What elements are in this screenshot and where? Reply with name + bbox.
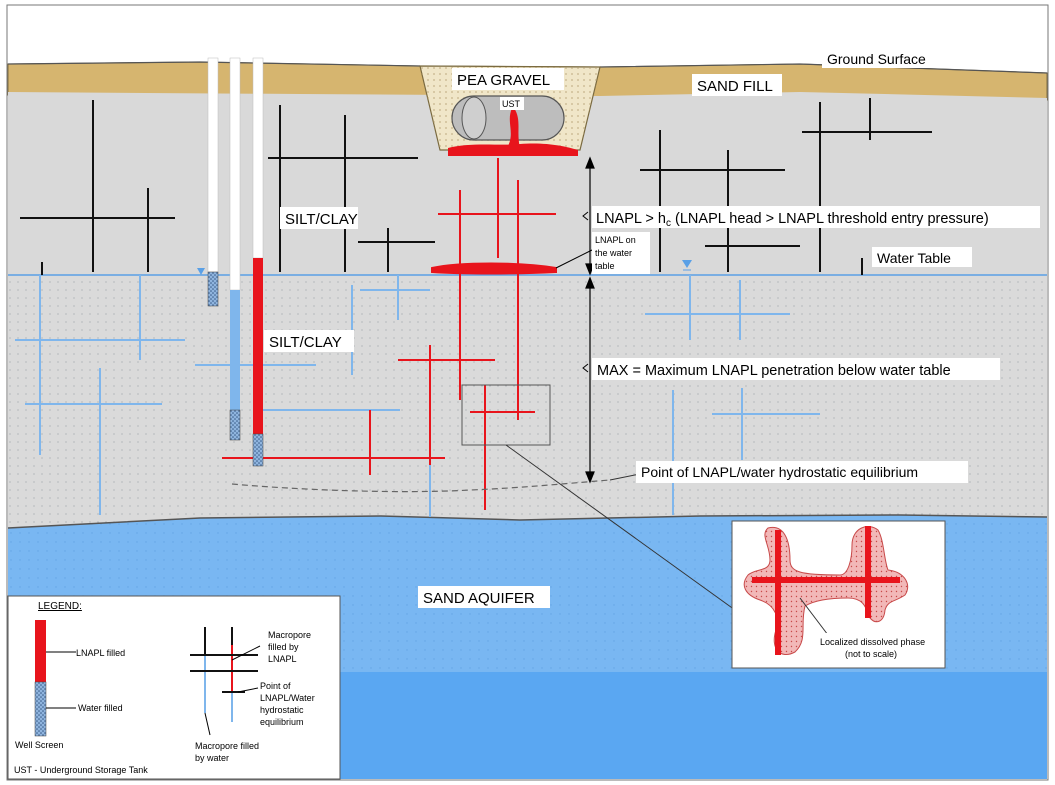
hc-rest: (LNAPL head > LNAPL threshold entry pres… xyxy=(671,211,989,227)
legend-macropore-sample xyxy=(190,627,258,722)
silt-clay-upper-box xyxy=(280,207,358,229)
well-3-screen xyxy=(252,433,264,467)
water-table-box xyxy=(872,247,972,267)
ust-box xyxy=(500,97,524,110)
water-table-label: Water Table xyxy=(877,250,951,266)
legend-macro-water-1: Macropore filled xyxy=(195,741,259,751)
macropores-vadose xyxy=(20,98,932,275)
legend: LEGEND: LNAPL filled Water filled Well S… xyxy=(7,595,341,780)
legend-box xyxy=(7,595,341,780)
silt-clay-lower-dots xyxy=(8,275,1047,528)
equilibrium-label: Point of LNAPL/water hydrostatic equilib… xyxy=(641,464,918,480)
legend-water-swatch xyxy=(34,681,47,737)
well-2-screen xyxy=(229,409,241,441)
dissolved-box xyxy=(812,633,938,661)
silt-clay-lower-box xyxy=(264,330,354,352)
legend-ust-definition: UST - Underground Storage Tank xyxy=(14,765,148,775)
well-2-casing xyxy=(229,57,241,291)
zoom-leader xyxy=(505,444,761,629)
legend-point-4: equilibrium xyxy=(260,717,304,727)
hc-box xyxy=(592,206,1040,228)
sand-fill-box xyxy=(692,74,782,96)
max-box xyxy=(592,358,1000,380)
zoomed-lnapl-macropores xyxy=(752,526,900,655)
silt-clay-upper xyxy=(8,92,1047,275)
pea-gravel-label: PEA GRAVEL xyxy=(457,72,550,89)
legend-macro-lnapl-3: LNAPL xyxy=(268,654,297,664)
legend-point-2: LNAPL/Water xyxy=(260,693,315,703)
hc-main: LNAPL > h xyxy=(596,211,666,227)
lnapl-on-water-leader xyxy=(555,249,593,269)
well-1-screen xyxy=(207,271,219,307)
water-table-symbol xyxy=(682,260,692,268)
monitoring-wells xyxy=(207,57,264,467)
ust-tank-end xyxy=(461,96,487,140)
legend-macro-water-2: by water xyxy=(195,753,229,763)
silt-clay-lower-label: SILT/CLAY xyxy=(269,334,342,351)
dissolved-label-1: Localized dissolved phase xyxy=(820,637,925,647)
legend-macro-lnapl-1: Macropore xyxy=(268,630,311,640)
silt-clay-upper-label: SILT/CLAY xyxy=(285,211,358,228)
legend-title: LEGEND: xyxy=(38,601,82,612)
ground-surface-line xyxy=(7,61,1048,74)
ground-surface-label: Ground Surface xyxy=(827,51,926,67)
ground-surface-box xyxy=(822,48,944,68)
pea-gravel-box xyxy=(452,68,564,90)
legend-point-3: hydrostatic xyxy=(260,705,304,715)
legend-point-leader xyxy=(237,687,259,693)
equilibrium-box xyxy=(636,461,968,483)
well-1-casing xyxy=(207,57,219,273)
max-label: MAX = Maximum LNAPL penetration below wa… xyxy=(597,363,951,379)
legend-water-filled: Water filled xyxy=(78,703,123,713)
dissolved-leader xyxy=(799,597,829,636)
legend-lnapl-swatch xyxy=(35,620,46,682)
hc-label: LNAPL > hc (LNAPL head > LNAPL threshold… xyxy=(596,211,989,229)
legend-lnapl-filled: LNAPL filled xyxy=(76,648,125,658)
legend-macro-lnapl-leader xyxy=(231,645,261,661)
ust-leak xyxy=(508,108,520,148)
well-water-level-symbol xyxy=(197,268,205,275)
well-3-lnapl xyxy=(253,258,263,434)
hc-sub: c xyxy=(666,218,671,229)
equilibrium-line xyxy=(231,479,611,493)
legend-macro-water-leader xyxy=(204,712,211,736)
equilibrium-leader xyxy=(609,473,641,481)
well-3-casing xyxy=(252,57,264,259)
lnapl-on-water-table xyxy=(431,262,557,275)
brace-hc xyxy=(582,211,589,221)
well-2-water xyxy=(230,290,240,410)
sand-aquifer-label: SAND AQUIFER xyxy=(423,590,535,607)
brace-max xyxy=(582,363,589,373)
legend-well-screen: Well Screen xyxy=(15,740,63,750)
lnapl-on-water-label-3: table xyxy=(595,261,615,271)
legend-macro-lnapl-2: filled by xyxy=(268,642,299,652)
aquifer-boundary xyxy=(7,514,1048,529)
legend-point-1: Point of xyxy=(260,681,291,691)
lnapl-pool-trench xyxy=(448,143,578,156)
sand-fill-label: SAND FILL xyxy=(697,78,773,95)
lnapl-on-water-label-1: LNAPL on xyxy=(595,235,636,245)
ust-label: UST xyxy=(502,99,521,109)
lnapl-on-water-box xyxy=(592,232,650,274)
lnapl-on-water-label-2: the water xyxy=(595,248,632,258)
dissolved-label-2: (not to scale) xyxy=(845,649,897,659)
macropores-lnapl xyxy=(222,158,556,510)
sand-aquifer-box xyxy=(418,586,550,608)
